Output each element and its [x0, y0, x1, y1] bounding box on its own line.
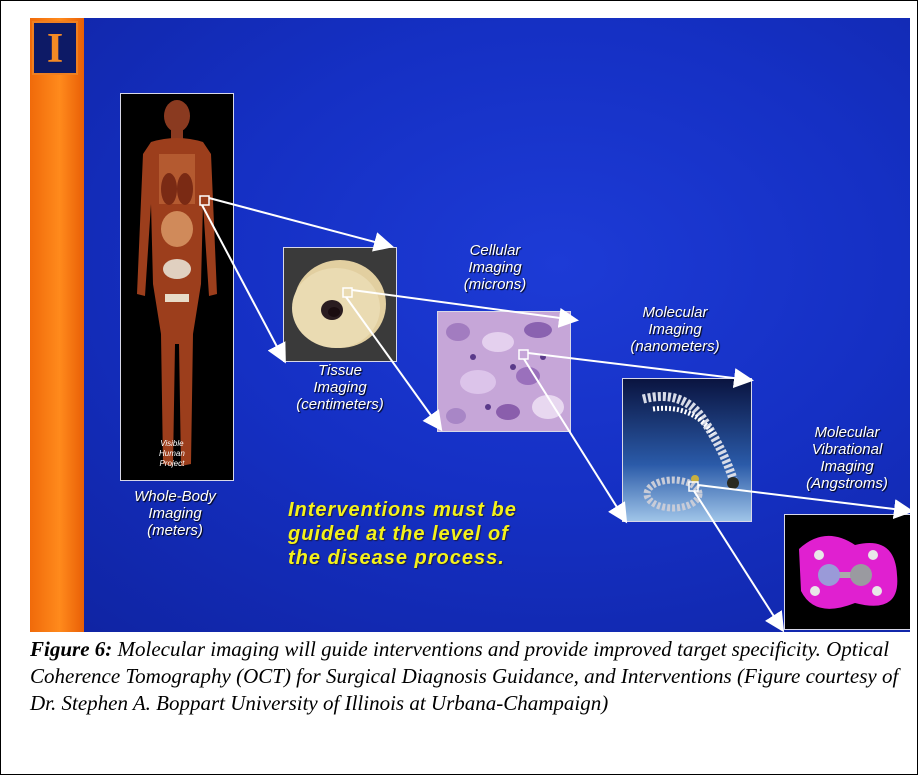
tissue-label: Tissue Imaging (centimeters): [280, 362, 400, 413]
slide-image: I Visible Human Project: [30, 18, 910, 632]
figure-label: Figure 6:: [30, 637, 112, 661]
figure-caption: Figure 6: Molecular imaging will guide i…: [30, 636, 910, 717]
molecular-label: Molecular Imaging (nanometers): [610, 304, 740, 355]
vibrational-label: Molecular Vibrational Imaging (Angstroms…: [784, 424, 910, 492]
whole-body-label: Whole-Body Imaging (meters): [110, 488, 240, 539]
interventions-message: Interventions must be guided at the leve…: [288, 498, 588, 570]
cellular-label: Cellular Imaging (microns): [440, 242, 550, 293]
caption-text: Molecular imaging will guide interventio…: [30, 637, 898, 715]
